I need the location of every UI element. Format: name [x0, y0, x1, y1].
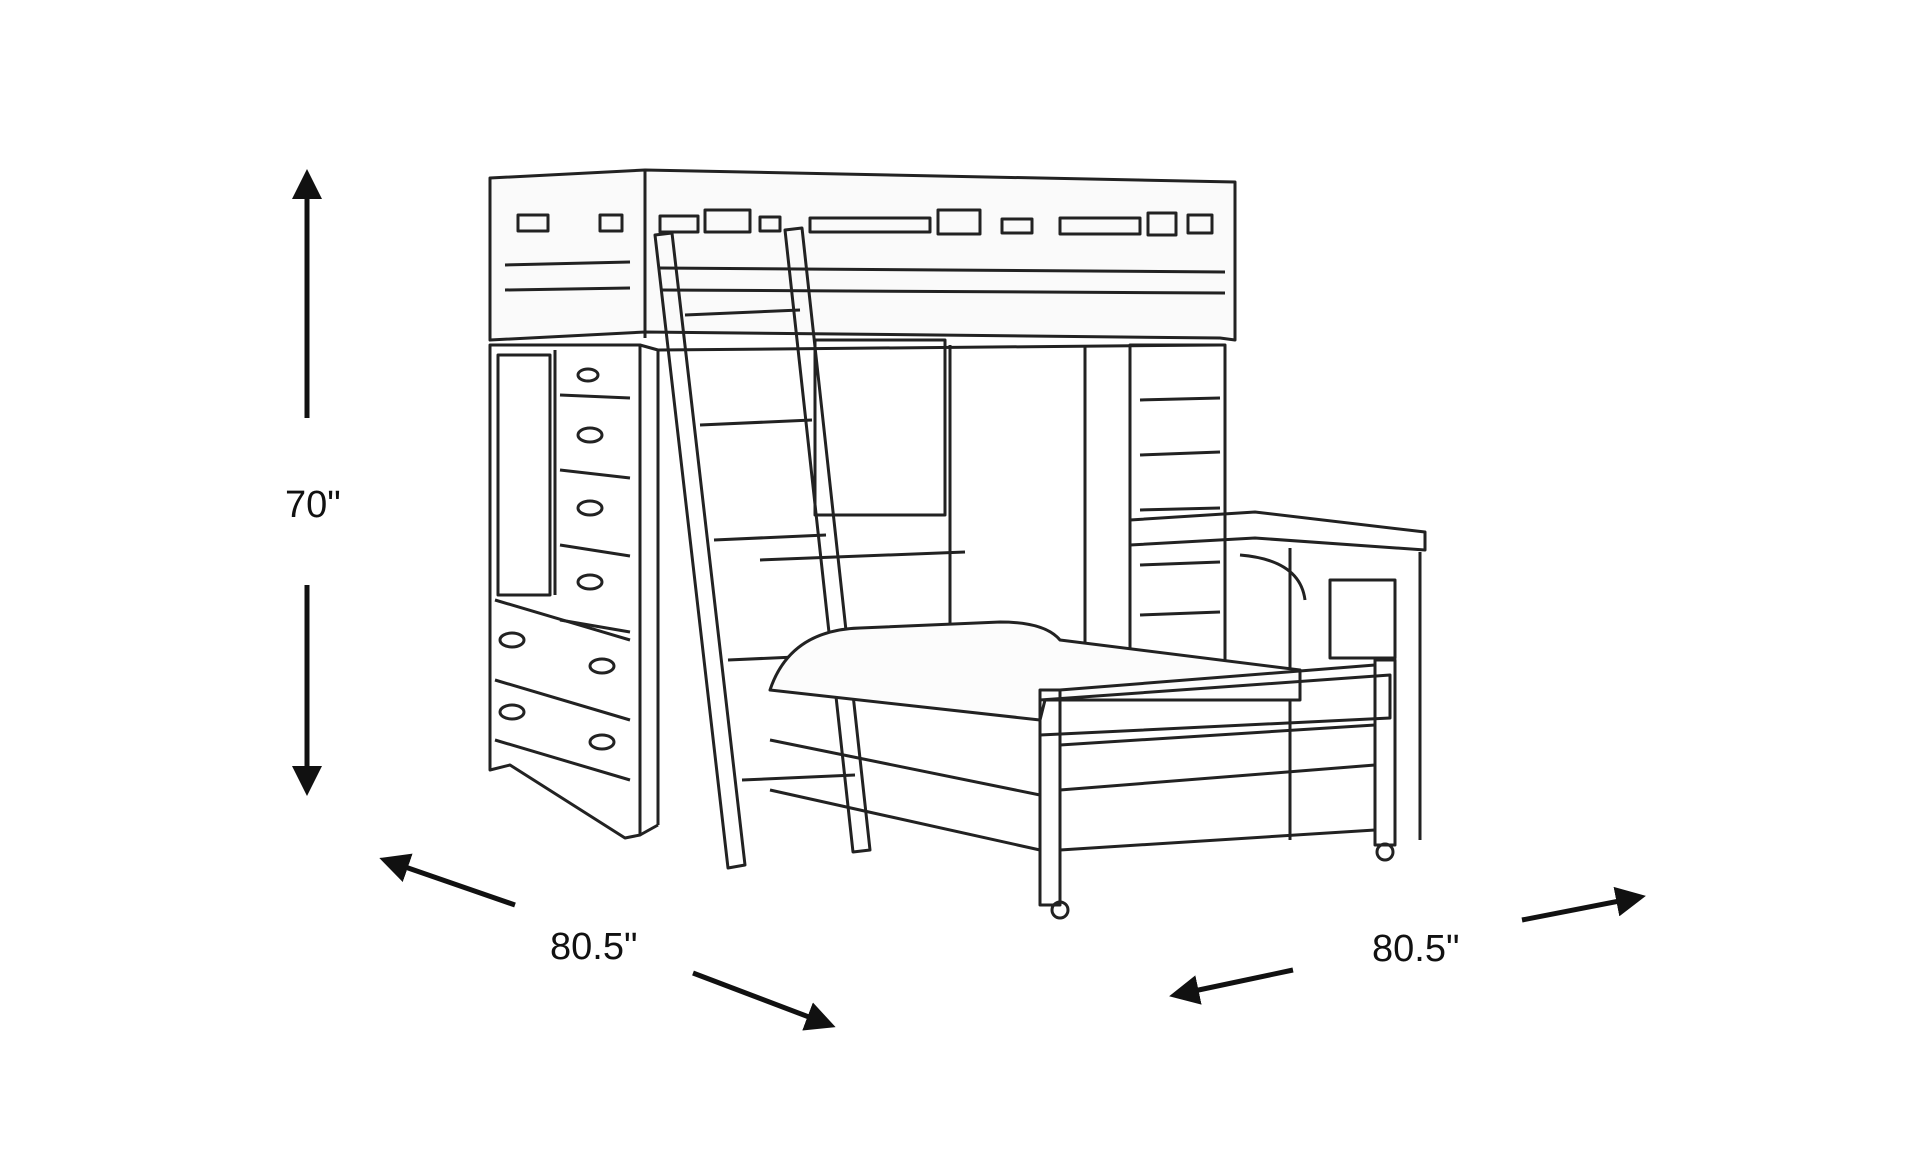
width-label: 80.5" [1372, 928, 1460, 970]
width-dimension-arrow [1169, 886, 1646, 1005]
depth-label: 80.5" [550, 926, 638, 968]
depth-dimension-arrow [379, 853, 836, 1031]
height-label: 70" [285, 484, 341, 526]
loft-bed-frame [488, 168, 1427, 920]
lower-bed [768, 620, 1397, 920]
